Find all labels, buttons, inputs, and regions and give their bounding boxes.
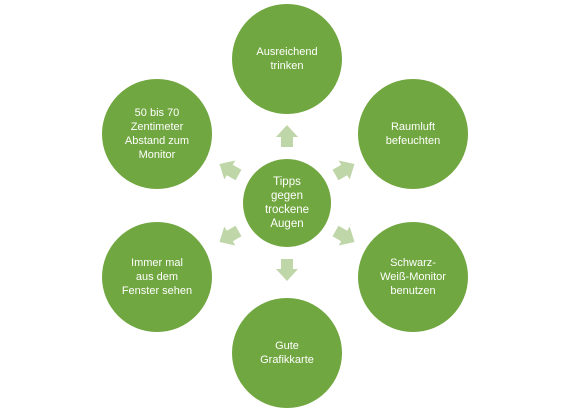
center-node: Tipps gegen trockene Augen [241,157,333,249]
node-schwarz-weiss-monitor: Schwarz- Weiß-Monitor benutzen [358,222,468,332]
arrow-upper-left-icon [219,160,242,181]
center-label: Tipps gegen trockene Augen [264,176,310,230]
arrow-up-icon [276,125,298,147]
node-label: Immer mal aus dem Fenster sehen [121,257,193,297]
node-label: Raumluft befeuchten [385,121,441,147]
node-label: 50 bis 70 Zentimeter Abstand zum Monitor [124,107,190,161]
node-raumluft-befeuchten: Raumluft befeuchten [358,79,468,189]
node-label: Schwarz- Weiß-Monitor benutzen [380,257,446,297]
arrow-upper-right-icon [332,160,355,181]
node-gute-grafikkarte: Gute Grafikkarte [232,298,342,408]
node-fenster-sehen: Immer mal aus dem Fenster sehen [102,222,212,332]
node-label: Ausreichend trinken [256,46,318,72]
arrow-lower-right-icon [332,225,355,246]
arrow-down-icon [276,259,298,281]
node-label: Gute Grafikkarte [260,340,314,366]
node-abstand-monitor: 50 bis 70 Zentimeter Abstand zum Monitor [102,79,212,189]
arrow-lower-left-icon [219,225,242,246]
node-ausreichend-trinken: Ausreichend trinken [232,4,342,114]
